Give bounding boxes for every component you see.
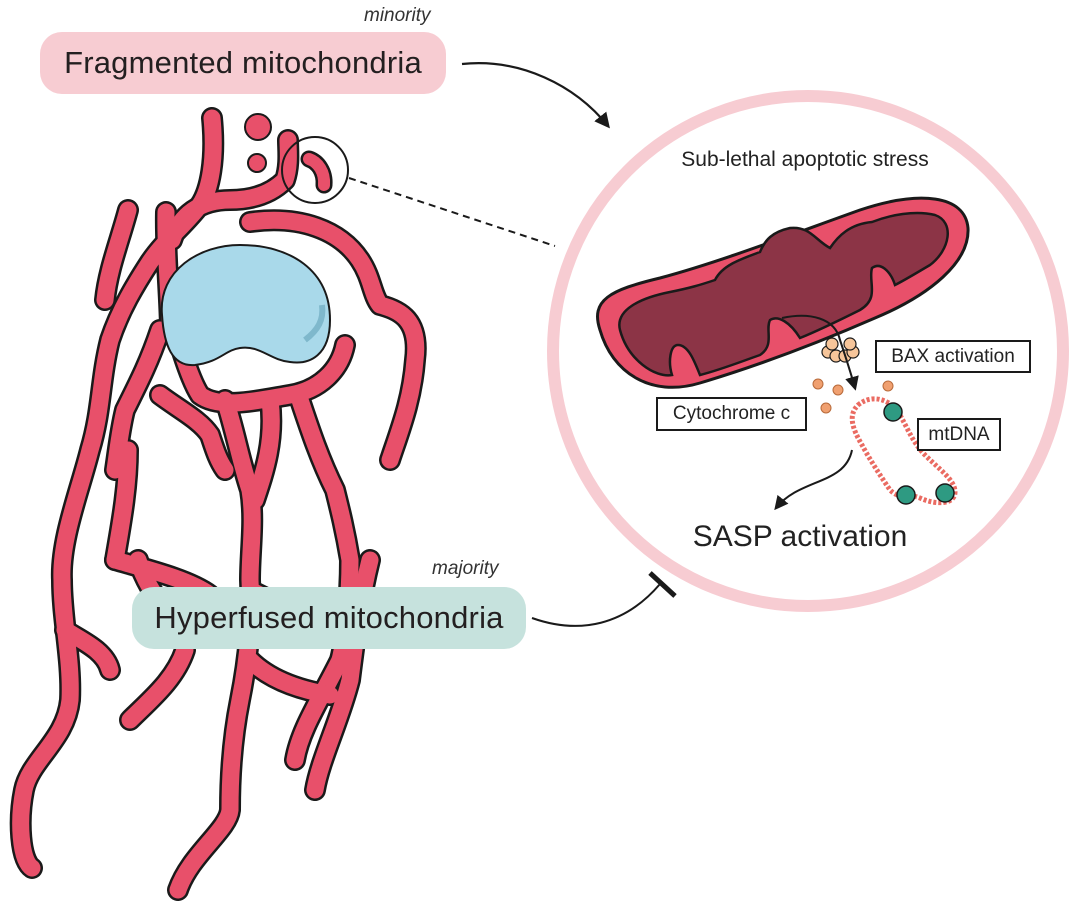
mitochondrion [596,196,970,389]
nucleus-shadow [303,304,326,343]
inset-title: Sub-lethal apoptotic stress [681,148,929,171]
tfam-proteins [883,402,955,505]
dashed-connector [348,177,556,247]
sasp-arrow [774,449,853,511]
mtdna-label: mtDNA [917,418,1001,451]
sasp-activation-label: SASP activation [692,520,908,553]
bax-activation-label: BAX activation [875,340,1031,373]
zoom-circle [281,136,349,204]
mitochondrial-network [9,107,427,901]
activation-arrow [461,62,610,129]
fragment-dot [244,113,272,141]
inhibition-bar [648,571,677,598]
release-arrow [781,314,859,391]
fragment-dot [247,153,267,173]
majority-qualifier: majority [432,558,499,579]
cytochrome-c-label: Cytochrome c [656,397,807,431]
inhibition-line [531,583,661,627]
nucleus [160,243,332,367]
hyperfused-mitochondria-label: Hyperfused mitochondria [132,587,526,649]
fragmented-mitochondria-label: Fragmented mitochondria [40,32,446,94]
cytochrome-c-dots [812,378,894,414]
minority-qualifier: minority [364,5,431,26]
